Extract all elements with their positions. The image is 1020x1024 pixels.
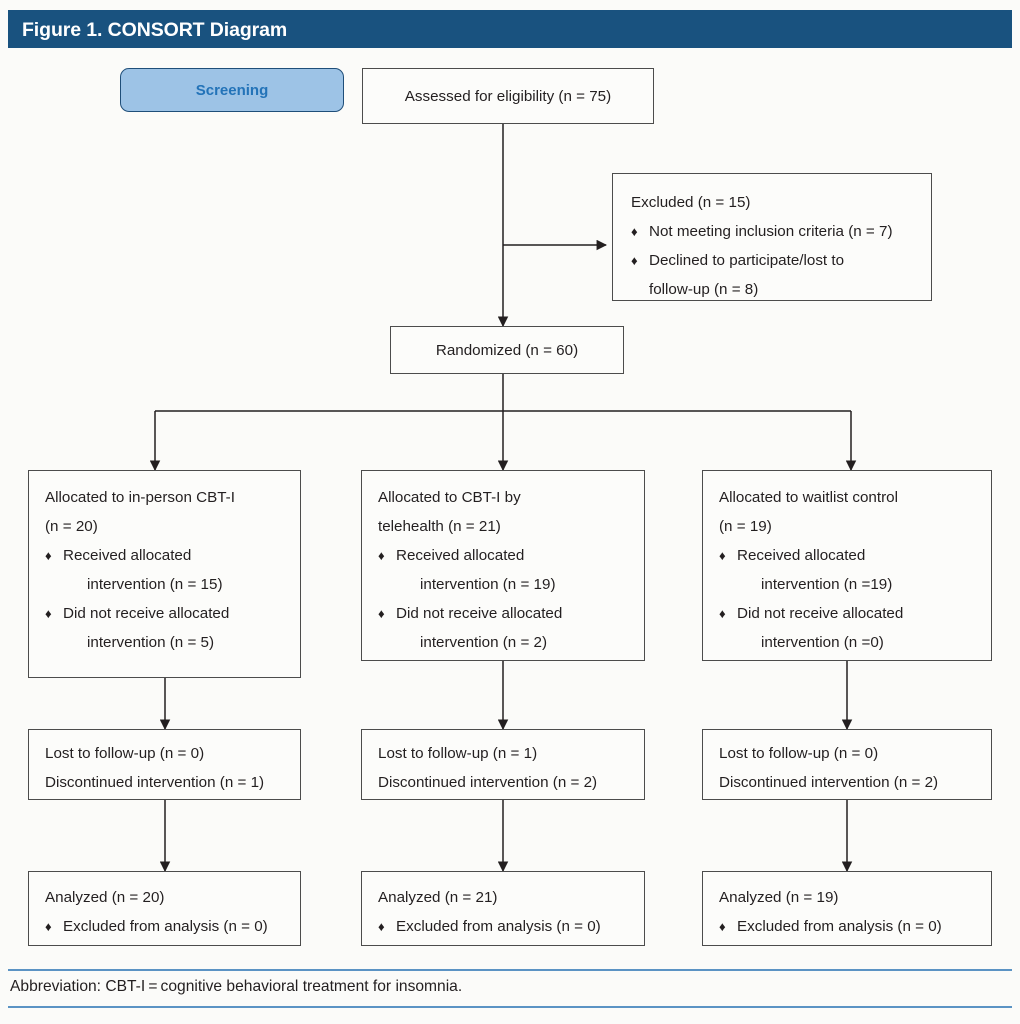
- node-analyzed-waitlist: Analyzed (n = 19) ♦ Excluded from analys…: [702, 871, 992, 946]
- diamond-bullet-icon: ♦: [45, 606, 52, 621]
- diamond-bullet-icon: ♦: [719, 919, 726, 934]
- node-excluded-bullet-2-continuation: follow-up (n = 8): [649, 281, 759, 298]
- node-excluded-bullet-2: ♦ Declined to participate/lost to: [631, 246, 917, 275]
- node-analyzed-in-person: Analyzed (n = 20) ♦ Excluded from analys…: [28, 871, 301, 946]
- node-excluded: Excluded (n = 15) ♦ Not meeting inclusio…: [612, 173, 932, 301]
- node-allocation-2-bullet-1-text: Received allocated: [396, 547, 525, 564]
- node-analyzed-3-bullet-1-text: Excluded from analysis (n = 0): [737, 918, 942, 935]
- footer-abbreviation: Abbreviation: CBT-I = cognitive behavior…: [10, 978, 463, 995]
- node-allocation-1-bullet-1: ♦ Received allocated: [45, 541, 292, 570]
- node-followup-1-line-1: Lost to follow-up (n = 0): [45, 745, 205, 762]
- node-analyzed-2-bullet-1-text: Excluded from analysis (n = 0): [396, 918, 601, 935]
- node-allocation-waitlist: Allocated to waitlist control (n = 19) ♦…: [702, 470, 992, 661]
- node-followup-3-line-2: Discontinued intervention (n = 2): [719, 774, 939, 791]
- diamond-bullet-icon: ♦: [378, 606, 385, 621]
- node-allocation-3-bullet-1-text: Received allocated: [737, 547, 866, 564]
- node-allocation-1-bullet-1-continuation: intervention (n = 15): [87, 576, 223, 593]
- node-excluded-heading: Excluded (n = 15): [631, 194, 751, 211]
- node-analyzed-telehealth: Analyzed (n = 21) ♦ Excluded from analys…: [361, 871, 645, 946]
- node-analyzed-1-heading: Analyzed (n = 20): [45, 889, 165, 906]
- node-allocation-2-bullet-1-continuation: intervention (n = 19): [420, 576, 556, 593]
- node-allocation-2-heading-1: Allocated to CBT-I by: [378, 489, 521, 506]
- node-allocation-1-bullet-1-text: Received allocated: [63, 547, 192, 564]
- node-allocation-1-bullet-2-continuation: intervention (n = 5): [87, 634, 215, 651]
- diamond-bullet-icon: ♦: [45, 919, 52, 934]
- diamond-bullet-icon: ♦: [45, 548, 52, 563]
- figure-title: Figure 1. CONSORT Diagram: [22, 19, 288, 41]
- node-allocation-3-bullet-1-continuation: intervention (n =19): [761, 576, 893, 593]
- stage-label-screening: Screening: [120, 68, 344, 112]
- node-allocation-2-heading-2: telehealth (n = 21): [378, 518, 501, 535]
- node-analyzed-2-heading: Analyzed (n = 21): [378, 889, 498, 906]
- node-followup-waitlist: Lost to follow-up (n = 0) Discontinued i…: [702, 729, 992, 800]
- node-allocation-1-bullet-2-text: Did not receive allocated: [63, 605, 230, 622]
- footer-rule-top: [8, 969, 1012, 972]
- node-allocation-1-bullet-2: ♦ Did not receive allocated: [45, 599, 292, 628]
- diamond-bullet-icon: ♦: [378, 919, 385, 934]
- diamond-bullet-icon: ♦: [631, 224, 638, 239]
- node-allocation-2-bullet-1: ♦ Received allocated: [378, 541, 636, 570]
- node-followup-1-line-2: Discontinued intervention (n = 1): [45, 774, 265, 791]
- footer-rule-bottom: [8, 1006, 1012, 1009]
- node-assessed-line-1: Assessed for eligibility (n = 75): [404, 87, 612, 105]
- node-allocation-in-person: Allocated to in-person CBT-I (n = 20) ♦ …: [28, 470, 301, 678]
- node-randomized-line-1: Randomized (n = 60): [435, 341, 579, 359]
- node-randomized: Randomized (n = 60): [390, 326, 624, 374]
- node-analyzed-2-bullet-1: ♦ Excluded from analysis (n = 0): [378, 912, 636, 941]
- diamond-bullet-icon: ♦: [631, 253, 638, 268]
- node-analyzed-1-bullet-1-text: Excluded from analysis (n = 0): [63, 918, 268, 935]
- node-followup-2-line-2: Discontinued intervention (n = 2): [378, 774, 598, 791]
- node-allocation-3-bullet-2-continuation: intervention (n =0): [761, 634, 884, 651]
- figure-header-bar: [8, 10, 1012, 48]
- diamond-bullet-icon: ♦: [719, 548, 726, 563]
- node-allocation-1-heading-2: (n = 20): [45, 518, 98, 535]
- node-excluded-bullet-2-text: Declined to participate/lost to: [649, 252, 845, 269]
- node-allocation-telehealth: Allocated to CBT-I by telehealth (n = 21…: [361, 470, 645, 661]
- node-allocation-2-bullet-2-text: Did not receive allocated: [396, 605, 563, 622]
- stage-label-screening-text: Screening: [195, 81, 269, 99]
- node-allocation-3-heading-1: Allocated to waitlist control: [719, 489, 898, 506]
- node-allocation-3-bullet-2: ♦ Did not receive allocated: [719, 599, 983, 628]
- node-allocation-1-heading-1: Allocated to in-person CBT-I: [45, 489, 235, 506]
- node-excluded-bullet-1: ♦ Not meeting inclusion criteria (n = 7): [631, 217, 917, 246]
- diamond-bullet-icon: ♦: [378, 548, 385, 563]
- node-allocation-2-bullet-2: ♦ Did not receive allocated: [378, 599, 636, 628]
- node-analyzed-3-heading: Analyzed (n = 19): [719, 889, 839, 906]
- node-analyzed-3-bullet-1: ♦ Excluded from analysis (n = 0): [719, 912, 983, 941]
- node-followup-telehealth: Lost to follow-up (n = 1) Discontinued i…: [361, 729, 645, 800]
- diamond-bullet-icon: ♦: [719, 606, 726, 621]
- node-allocation-2-bullet-2-continuation: intervention (n = 2): [420, 634, 548, 651]
- node-followup-3-line-1: Lost to follow-up (n = 0): [719, 745, 879, 762]
- node-followup-2-line-1: Lost to follow-up (n = 1): [378, 745, 538, 762]
- node-allocation-3-bullet-2-text: Did not receive allocated: [737, 605, 904, 622]
- node-analyzed-1-bullet-1: ♦ Excluded from analysis (n = 0): [45, 912, 292, 941]
- node-followup-in-person: Lost to follow-up (n = 0) Discontinued i…: [28, 729, 301, 800]
- node-excluded-bullet-1-text: Not meeting inclusion criteria (n = 7): [649, 223, 893, 240]
- node-allocation-3-heading-2: (n = 19): [719, 518, 772, 535]
- node-assessed-for-eligibility: Assessed for eligibility (n = 75): [362, 68, 654, 124]
- node-allocation-3-bullet-1: ♦ Received allocated: [719, 541, 983, 570]
